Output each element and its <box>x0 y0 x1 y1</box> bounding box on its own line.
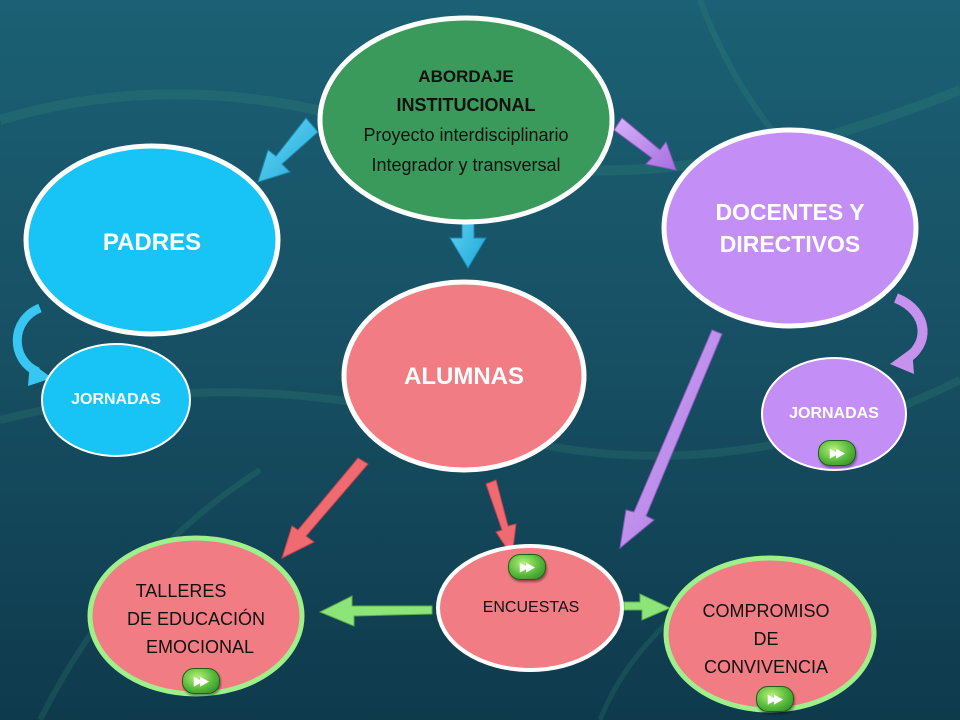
compromiso-label-1: COMPROMISO <box>702 601 830 621</box>
talleres-label-3: EMOCIONAL <box>145 637 255 657</box>
abordaje-subtitle-2: Integrador y transversal <box>371 155 561 175</box>
docentes-label-2: DIRECTIVOS <box>719 231 861 257</box>
arrow-encuestas-to-compromiso <box>623 593 672 621</box>
arrow-docentes-to-encuestas <box>619 329 723 550</box>
arrow-alumnas-to-encuestas <box>485 479 517 558</box>
node-talleres <box>87 535 305 697</box>
node-padres <box>23 143 281 337</box>
node-jornadas-padres <box>41 343 191 457</box>
talleres-label-1: TALLERES <box>135 581 227 601</box>
forward-button-icon[interactable]: ▶▶ <box>756 686 794 712</box>
node-abordaje-institucional <box>317 15 615 225</box>
abordaje-title-1: ABORDAJE <box>418 67 514 86</box>
arrow-encuestas-to-talleres <box>318 595 433 627</box>
docentes-label-1: DOCENTES Y <box>715 199 865 225</box>
padres-label: PADRES <box>102 229 202 256</box>
curved-arrow-docentes-head <box>890 348 914 374</box>
arrow-abordaje-to-docentes <box>613 117 677 171</box>
talleres-label-2: DE EDUCACIÓN <box>126 609 265 629</box>
abordaje-subtitle-1: Proyecto interdisciplinario <box>363 125 569 145</box>
alumnas-label: ALUMNAS <box>404 363 524 390</box>
compromiso-label-3: CONVIVENCIA <box>703 657 829 677</box>
forward-button-icon[interactable]: ▶▶ <box>508 554 546 580</box>
arrow-alumnas-to-talleres <box>281 457 369 559</box>
forward-button-icon[interactable]: ▶▶ <box>818 440 856 466</box>
jornadas-docentes-label: JORNADAS <box>789 405 879 422</box>
compromiso-label-2: DE <box>753 629 779 649</box>
node-encuestas <box>436 544 624 672</box>
jornadas-padres-label: JORNADAS <box>71 391 161 408</box>
arrow-abordaje-to-padres <box>257 117 319 183</box>
forward-button-icon[interactable]: ▶▶ <box>182 668 220 694</box>
node-docentes-directivos <box>661 127 919 329</box>
abordaje-title-2: INSTITUCIONAL <box>396 95 536 115</box>
encuestas-label: ENCUESTAS <box>482 599 580 616</box>
node-jornadas-docentes <box>761 357 907 471</box>
node-alumnas <box>341 279 587 473</box>
